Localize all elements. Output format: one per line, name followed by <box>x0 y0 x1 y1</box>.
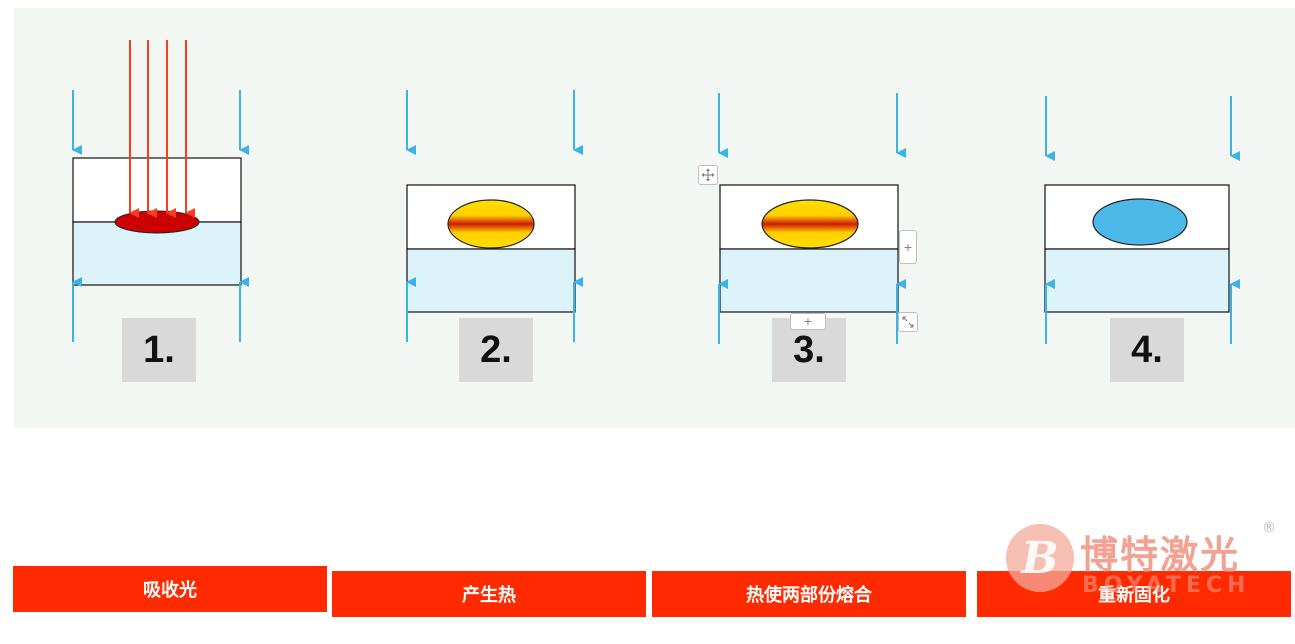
step-number-2: 2. <box>459 318 533 382</box>
company-logo: B 博特激光 ® BOYATECH <box>1000 518 1292 598</box>
step-1-diagram <box>72 40 249 342</box>
logo-registered-mark: ® <box>1262 520 1276 536</box>
label-bar-2: 产生热 <box>332 571 646 617</box>
step-3-diagram <box>718 93 906 344</box>
add-column-handle[interactable]: + <box>899 230 917 264</box>
svg-text:B: B <box>1019 533 1058 584</box>
logo-mark <box>1006 524 1074 592</box>
molten-spot <box>114 210 200 234</box>
lower-part <box>719 248 899 313</box>
lower-part <box>406 248 576 313</box>
logo-brand-cn: 博特激光 <box>1080 533 1241 577</box>
step-number-1: 1. <box>122 318 196 382</box>
lower-part <box>1044 248 1230 313</box>
add-row-handle[interactable]: + <box>790 313 826 330</box>
label-bar-4: 重新固化 <box>977 571 1291 617</box>
step-number-4: 4. <box>1110 318 1184 382</box>
molten-pool <box>447 199 535 249</box>
step-2-diagram <box>406 90 583 342</box>
label-bar-1: 吸收光 <box>13 566 327 612</box>
lower-part <box>72 221 242 286</box>
resize-handle[interactable] <box>898 312 918 332</box>
resize-icon <box>902 316 914 328</box>
step-4-diagram <box>1044 96 1240 344</box>
label-bar-3: 热使两部份熔合 <box>652 571 966 617</box>
molten-pool <box>761 199 859 249</box>
move-handle[interactable] <box>698 165 718 185</box>
logo-brand-en: BOYATECH <box>1082 573 1251 598</box>
solidified-weld <box>1092 198 1188 246</box>
move-icon <box>701 168 715 182</box>
